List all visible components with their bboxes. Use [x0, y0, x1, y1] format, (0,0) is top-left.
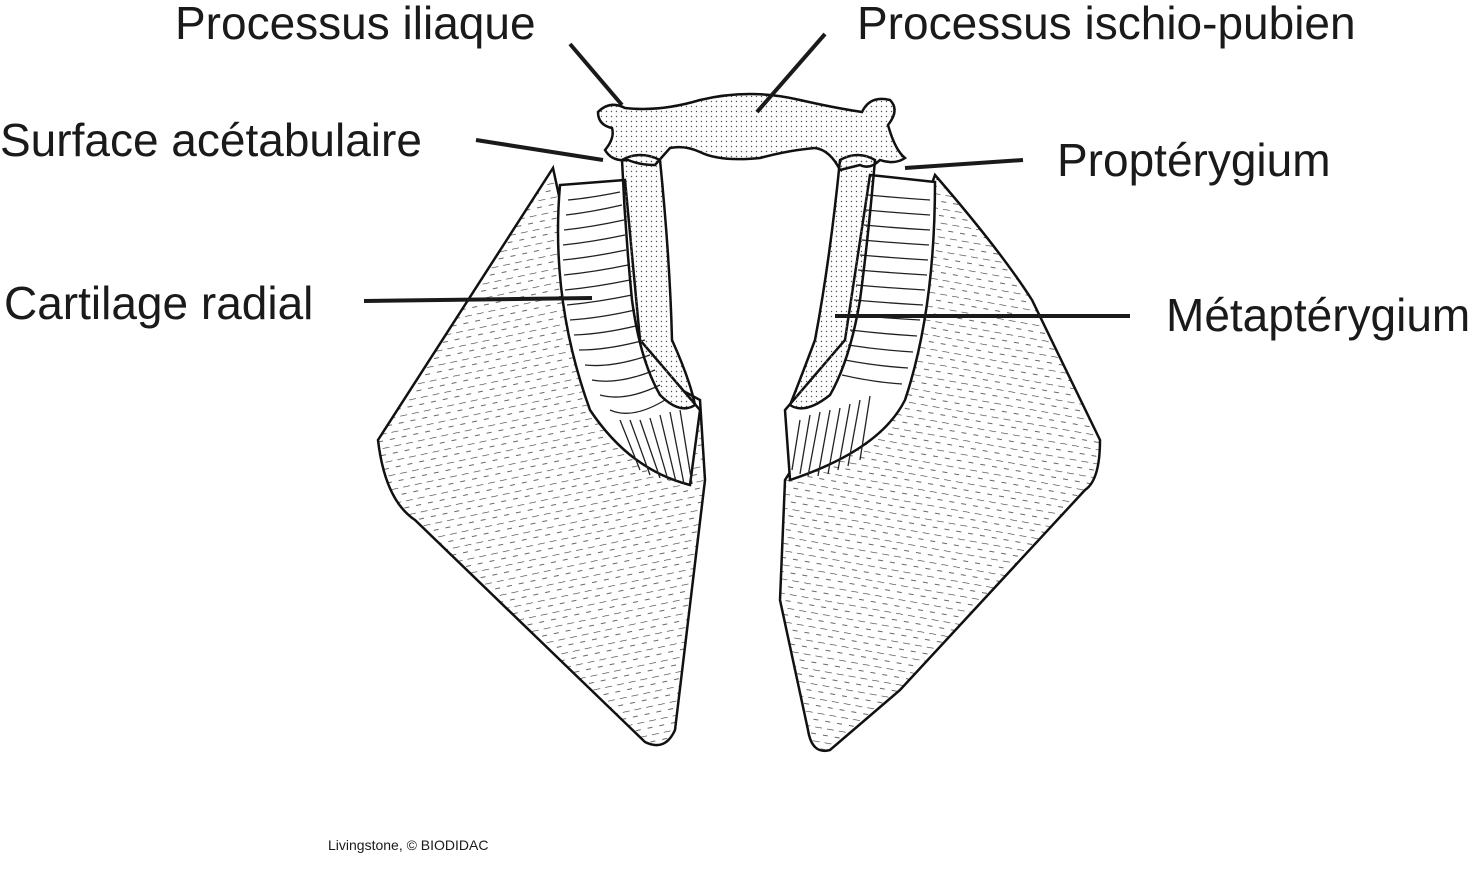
- label-propterygium: Proptérygium: [1057, 134, 1331, 186]
- pelvic-girdle: [596, 92, 908, 172]
- leader-line-cartilage-radial: [363, 296, 593, 303]
- label-surface-acetabulaire: Surface acétabulaire: [0, 114, 422, 166]
- leader-line-processus-ischio-pubien: [755, 32, 827, 114]
- left-metapterygium: [620, 153, 697, 410]
- credit-text: Livingstone, © BIODIDAC: [328, 837, 489, 853]
- right-metapterygium: [788, 153, 877, 410]
- label-processus-iliaque: Processus iliaque: [175, 0, 536, 49]
- leader-line-processus-iliaque: [568, 42, 624, 107]
- left-fin: [376, 164, 707, 747]
- leader-line-propterygium: [904, 158, 1024, 170]
- label-processus-ischio-pubien: Processus ischio-pubien: [857, 0, 1356, 49]
- label-cartilage-radial: Cartilage radial: [4, 277, 314, 329]
- leader-lines: [363, 32, 1130, 318]
- leader-line-surface-acetabulaire: [475, 138, 604, 162]
- left-radial-cartilages: [556, 178, 702, 487]
- right-fin: [778, 172, 1102, 753]
- label-metapterygium: Métaptérygium: [1166, 289, 1471, 341]
